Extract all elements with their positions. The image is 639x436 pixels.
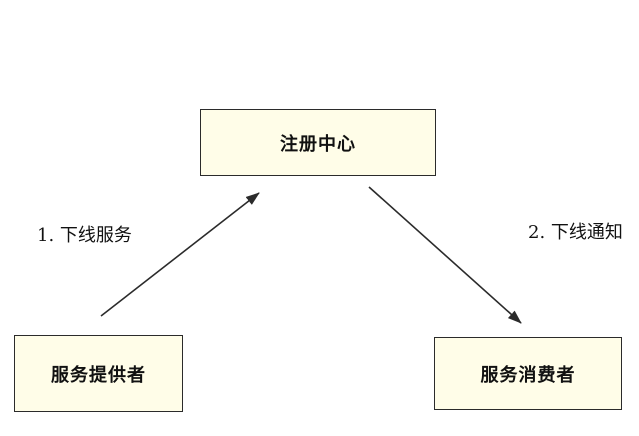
registry-node: 注册中心	[200, 109, 436, 176]
provider-node: 服务提供者	[14, 335, 183, 412]
consumer-label: 服务消费者	[480, 364, 576, 386]
consumer-node: 服务消费者	[434, 337, 622, 410]
arrow-provider-to-registry	[100, 192, 260, 317]
provider-label: 服务提供者	[51, 364, 146, 386]
edge-label-offline-service: 1. 下线服务	[37, 225, 132, 246]
arrow-registry-to-consumer	[368, 186, 522, 324]
edge-label-offline-notify: 2. 下线通知	[528, 222, 623, 243]
registry-label: 注册中心	[280, 133, 356, 155]
